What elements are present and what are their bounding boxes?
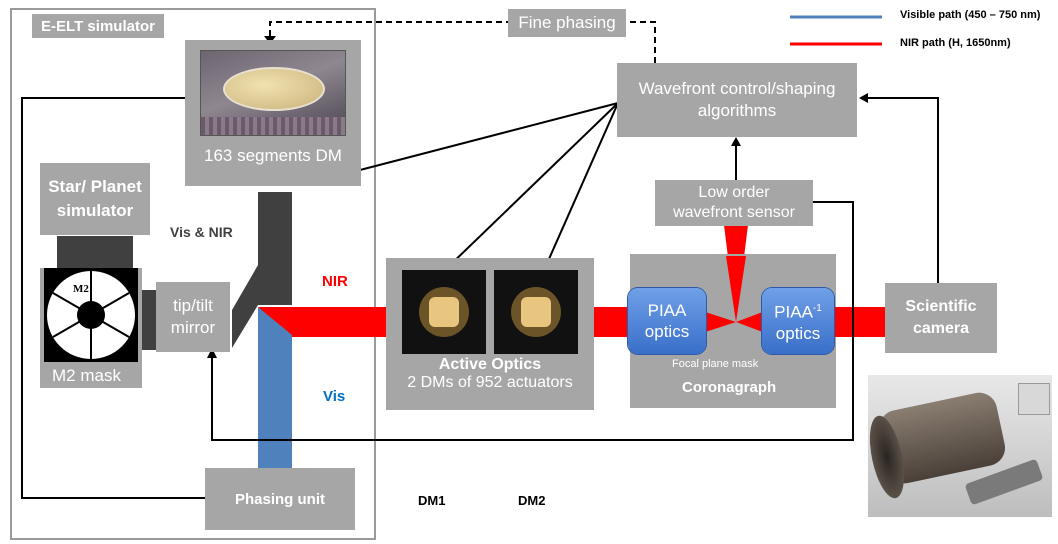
m2-central-obstruction xyxy=(77,301,105,329)
wfc-to-dm-segments xyxy=(359,102,619,171)
wavefront-control-line1: Wavefront control/shaping xyxy=(638,79,836,98)
phasing-feedback-line xyxy=(21,97,205,499)
dm2-aperture xyxy=(511,287,561,337)
active-optics-title: Active Optics xyxy=(438,356,542,373)
vis-beam xyxy=(258,307,292,468)
tiptilt-line1: tip/tilt xyxy=(173,296,213,315)
lowo-to-wfc-head xyxy=(731,137,741,146)
fine-phasing-arrow xyxy=(620,21,656,63)
dm1-aperture xyxy=(419,287,469,337)
m2-tiptilt-connector xyxy=(142,290,156,350)
tiptilt-line2: mirror xyxy=(170,318,216,337)
wfc-to-dm2 xyxy=(544,102,619,269)
eelt-simulator-title: E-ELT simulator xyxy=(32,14,164,38)
camera-photo xyxy=(868,375,1052,517)
camera-to-wfc xyxy=(866,97,939,283)
piaa1-line1: PIAA xyxy=(647,301,687,320)
low-order-line2: wavefront sensor xyxy=(673,204,795,221)
eelt-simulator-frame xyxy=(10,8,376,540)
m2-mask-label: M2 mask xyxy=(52,366,121,385)
star-planet-connector xyxy=(57,236,133,268)
star-planet-line2: simulator xyxy=(56,201,134,220)
star-planet-box: Star/ Planet simulator xyxy=(40,163,150,235)
vis-nir-label: Vis & NIR xyxy=(170,224,233,240)
segments-dm-photo xyxy=(200,50,346,136)
tiptilt-mirror-box: tip/tilt mirror xyxy=(156,282,230,352)
segments-dm-label: 163 segments DM xyxy=(204,146,342,165)
scientific-line2: camera xyxy=(912,320,970,337)
scientific-camera-box: Scientific camera xyxy=(885,283,997,353)
coronagraph-label: Coronagraph xyxy=(682,379,777,396)
m2-mask-inner-label: M2 xyxy=(73,283,89,295)
star-planet-line1: Star/ Planet xyxy=(48,177,142,196)
wavefront-control-box: Wavefront control/shaping algorithms xyxy=(617,63,857,137)
vis-label: Vis xyxy=(323,388,346,405)
legend-nir-label: NIR path (H, 1650nm) xyxy=(900,37,1011,49)
segments-dm-box: 163 segments DM xyxy=(185,40,361,186)
piaa2-line1-sup: -1 xyxy=(812,303,822,315)
piaa2-line1-base: PIAA xyxy=(774,302,813,322)
low-order-sensor-box: Low order wavefront sensor xyxy=(655,180,813,226)
low-order-line1: Low order xyxy=(698,184,770,201)
dm2-label: DM2 xyxy=(518,493,546,508)
segments-dm-base xyxy=(201,117,345,135)
legend-visible-label: Visible path (450 – 750 nm) xyxy=(900,9,1041,21)
vis-nir-beam xyxy=(232,192,292,348)
dm2-photo xyxy=(494,270,578,354)
phasing-unit-box: Phasing unit xyxy=(205,468,355,530)
piaa2-box: PIAA-1 optics xyxy=(762,288,834,354)
dm1-photo xyxy=(402,270,486,354)
scientific-line1: Scientific xyxy=(905,298,977,315)
active-optics-dm-row xyxy=(402,270,578,354)
wfc-to-dm1 xyxy=(444,102,619,271)
piaa2-line1: PIAA-1 xyxy=(774,298,822,323)
lowo-to-tiptilt-head xyxy=(207,348,217,358)
piaa1-line2: optics xyxy=(644,322,690,341)
active-optics-box: Active Optics 2 DMs of 952 actuators xyxy=(386,258,594,410)
fine-phasing-box: Fine phasing xyxy=(508,9,626,37)
dm1-label: DM1 xyxy=(418,493,446,508)
camera-to-wfc-head xyxy=(859,93,868,103)
nir-label: NIR xyxy=(322,273,348,290)
camera-controller xyxy=(1018,383,1050,415)
coro-beam-lowo xyxy=(726,256,746,322)
active-optics-sub: 2 DMs of 952 actuators xyxy=(407,374,573,391)
fine-phasing-arrow-left xyxy=(269,21,512,38)
lowo-to-tiptilt xyxy=(211,201,854,441)
wavefront-control-line2: algorithms xyxy=(697,101,777,120)
dm2-membrane xyxy=(521,297,551,327)
segments-dm-mirror xyxy=(223,67,325,111)
focal-plane-mask-label: Focal plane mask xyxy=(672,358,759,370)
dm1-membrane xyxy=(429,297,459,327)
piaa2-line2: optics xyxy=(775,323,821,343)
piaa1-box: PIAA optics xyxy=(628,288,706,354)
